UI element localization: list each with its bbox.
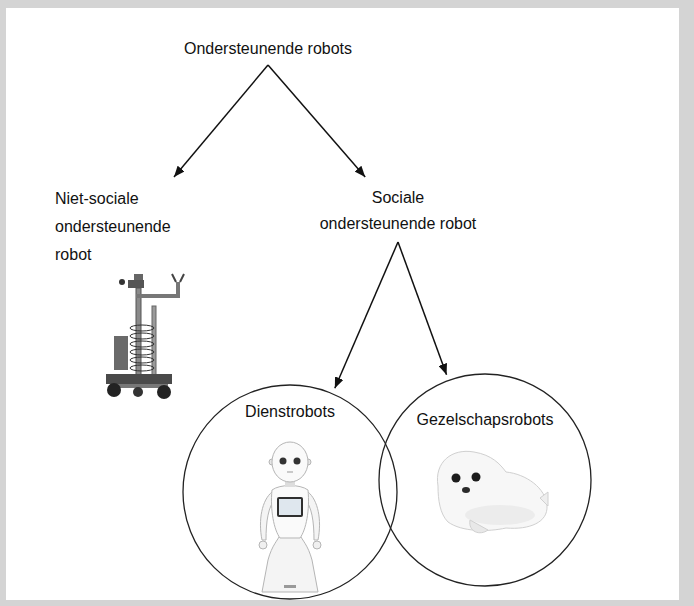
robot-cable (130, 349, 154, 355)
tree-node: Niet-sociale ondersteunende robot (55, 185, 195, 269)
pepper-mouth (287, 472, 293, 473)
seal-shade (465, 505, 535, 525)
node-label: Ondersteunende robots (184, 38, 352, 60)
robot-arm (136, 294, 180, 298)
robot-cable (130, 333, 154, 339)
set-circle: Dienstrobots (182, 384, 398, 600)
set-circle-outline (379, 374, 591, 586)
robot-base (106, 374, 172, 384)
pepper-slit (284, 585, 296, 588)
seal-nose (462, 487, 470, 493)
seal-flipper (470, 520, 488, 533)
robot-cable (130, 325, 154, 331)
robot-box (114, 336, 128, 370)
pepper-robot-illustration (259, 442, 321, 592)
pepper-screen (279, 499, 301, 515)
robot-arm (176, 282, 180, 298)
arrow-connector (335, 242, 398, 388)
arrow-connector (398, 242, 447, 375)
seal-body (437, 451, 547, 530)
pepper-tablet (277, 497, 303, 517)
arrow-connector (268, 65, 365, 177)
pepper-hand (313, 541, 321, 549)
robot-wheel (133, 387, 143, 397)
set-circle-outline (183, 385, 397, 599)
robot-cable (130, 365, 154, 371)
robot-arm-illustration (106, 274, 184, 399)
tree-node: Ondersteunende robots (184, 38, 352, 60)
pepper-base (262, 535, 318, 592)
robot-cable (130, 357, 154, 363)
pepper-eye (280, 458, 287, 465)
seal-eye (472, 473, 481, 482)
robot-pole (152, 306, 156, 376)
node-label: Niet-sociale ondersteunende robot (55, 185, 195, 269)
set-circle: Gezelschapsrobots (378, 373, 592, 587)
seal-eye (452, 474, 461, 483)
seal-robot-illustration (437, 451, 548, 532)
robot-cable (130, 341, 154, 347)
seal-tail (540, 492, 548, 506)
pepper-hand (259, 541, 267, 549)
pepper-eye (294, 458, 301, 465)
node-label: Sociale ondersteunende robot (316, 185, 480, 237)
node-label: Gezelschapsrobots (417, 373, 554, 430)
node-label: Dienstrobots (245, 384, 335, 422)
pepper-head (272, 442, 308, 482)
pepper-torso (271, 486, 308, 539)
robot-lens (119, 279, 125, 285)
robot-camera (128, 280, 144, 288)
arrow-connector (174, 65, 268, 177)
robot-wheel (157, 385, 171, 399)
tree-node: Sociale ondersteunende robot (316, 185, 480, 237)
robot-gripper (172, 274, 184, 282)
robot-wheel (107, 383, 121, 397)
background-panel (6, 8, 679, 600)
circle-outline-layer (378, 373, 592, 587)
